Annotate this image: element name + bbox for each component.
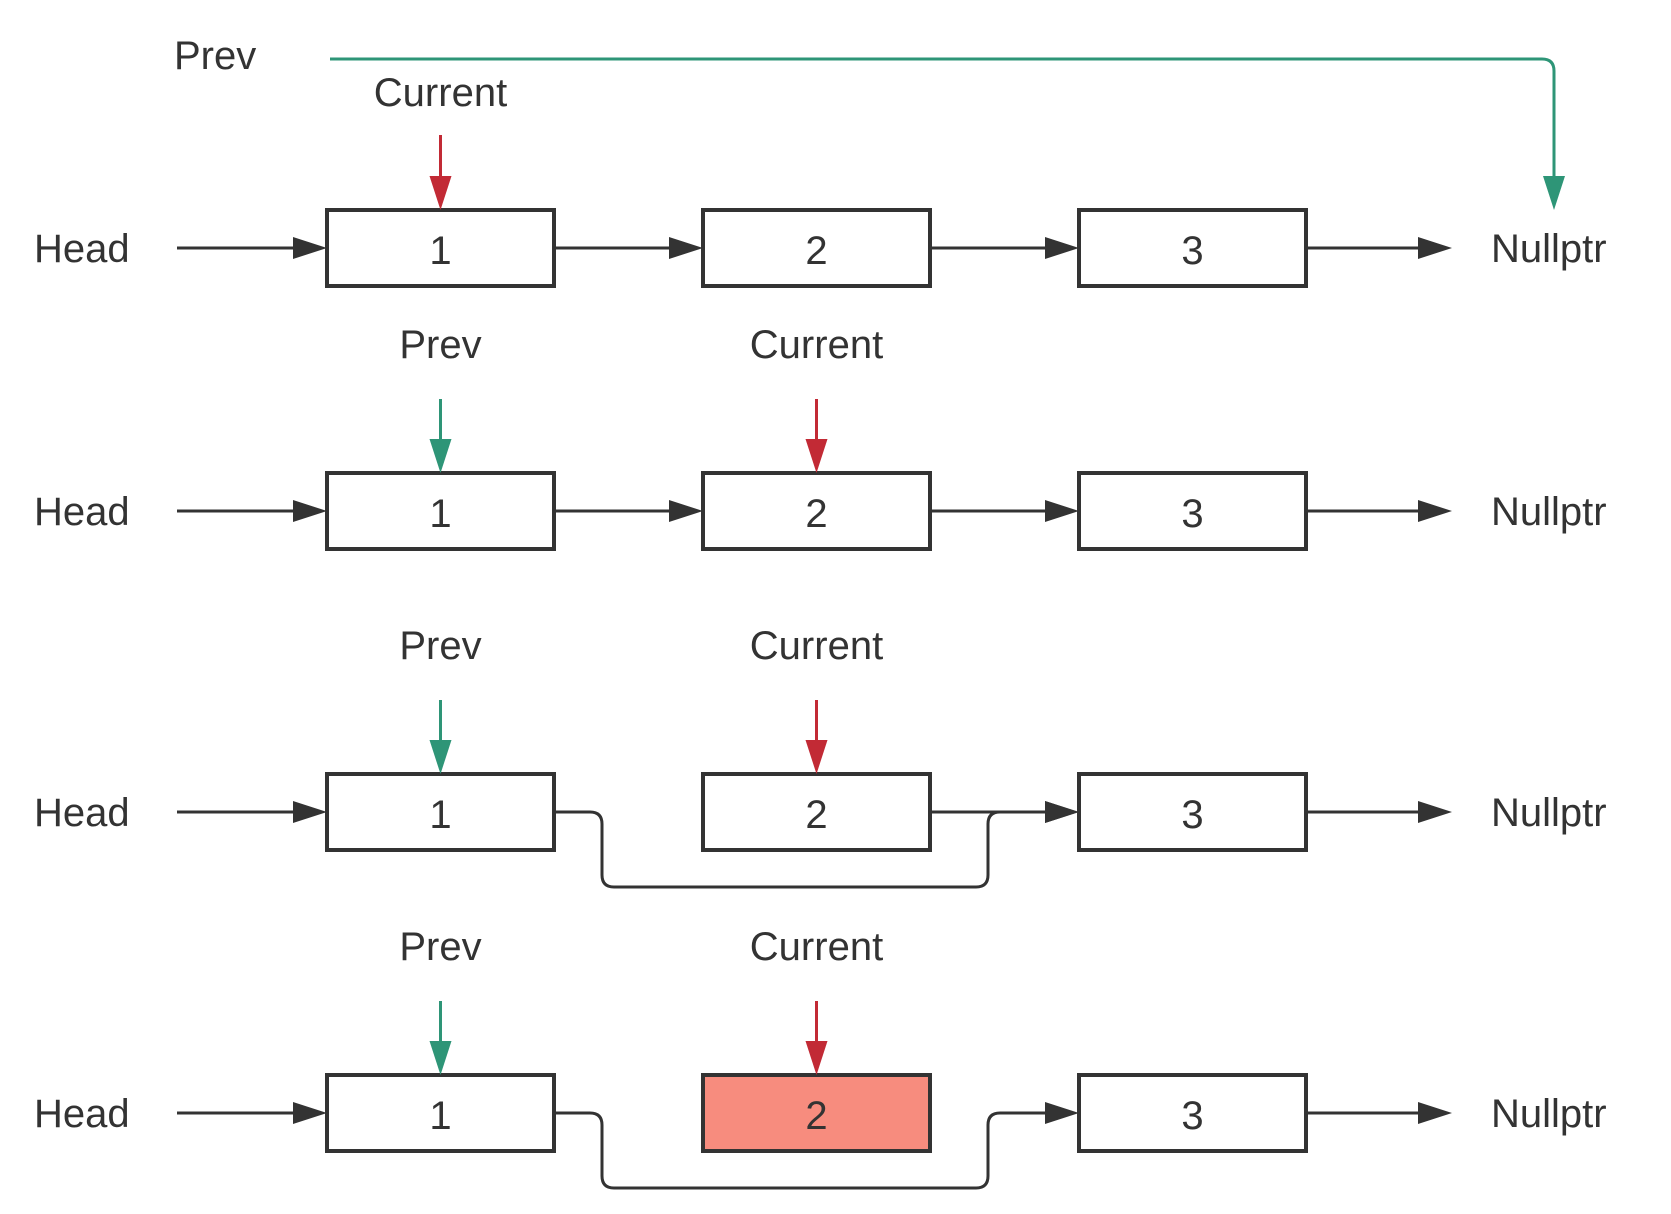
list-node-3: 3 [1077,772,1308,852]
list-node-2: 2 [701,1073,932,1153]
list-node-1: 1 [325,772,556,852]
node-value: 1 [429,492,451,536]
head-link-arrow [177,801,327,823]
nullptr-label: Nullptr [1491,490,1607,534]
null-link-arrow-head [1418,237,1452,259]
current-pointer-arrow-head [805,439,828,473]
null-link-arrow [1306,801,1452,823]
list-node-2: 2 [701,471,932,551]
list-node-2: 2 [701,772,932,852]
next-link-arrow [930,237,1079,259]
next-link-arrow-head [669,500,703,522]
prev-pointer-arrow-head [429,1041,452,1075]
row-2: Head 1 2 3 Nullptr Prev Current [34,323,1607,551]
head-label: Head [34,1092,130,1136]
head-link-arrow [177,500,327,522]
node-value: 2 [805,793,827,837]
nullptr-label: Nullptr [1491,227,1607,271]
list-node-3: 3 [1077,471,1308,551]
current-pointer-arrow [805,700,828,774]
prev-pointer-label: Prev [399,323,481,367]
next-link-arrow [930,801,1079,823]
node-value: 3 [1181,492,1203,536]
null-link-arrow [1306,237,1452,259]
list-node-2: 2 [701,208,932,288]
prev-pointer-line [330,57,1556,180]
list-node-3: 3 [1077,208,1308,288]
null-link-arrow [1306,1102,1452,1124]
prev-pointer-arrow [330,57,1565,210]
list-node-1: 1 [325,471,556,551]
list-node-3: 3 [1077,1073,1308,1153]
null-link-arrow-head [1418,500,1452,522]
list-node-1: 1 [325,1073,556,1153]
next-link-arrow [554,500,703,522]
prev-pointer-label: Prev [174,34,256,78]
current-pointer-label: Current [750,323,883,367]
bypass-link-arrow [554,1102,1079,1190]
current-pointer-label: Current [750,624,883,668]
prev-pointer-arrow [429,399,452,473]
current-pointer-label: Current [374,71,507,115]
row-3: Head 1 2 3 Nullptr Prev Current [34,624,1607,889]
current-pointer-arrow [805,399,828,473]
current-pointer-arrow-head [805,740,828,774]
head-link-arrow-head [293,1102,327,1124]
node-box [1077,471,1308,551]
node-value: 3 [1181,1094,1203,1138]
next-link-arrow-head [1045,237,1079,259]
node-value: 3 [1181,793,1203,837]
prev-pointer-arrow [429,1001,452,1075]
head-link-arrow [177,1102,327,1124]
node-box [701,1073,932,1153]
prev-pointer-arrow-head [429,439,452,473]
head-link-arrow [177,237,327,259]
current-pointer-label: Current [750,925,883,969]
null-link-arrow-head [1418,1102,1452,1124]
nullptr-label: Nullptr [1491,791,1607,835]
nullptr-label: Nullptr [1491,1092,1607,1136]
node-box [325,1073,556,1153]
node-value: 1 [429,1094,451,1138]
current-pointer-arrow-head [805,1041,828,1075]
current-pointer-arrow [805,1001,828,1075]
head-label: Head [34,490,130,534]
node-box [325,772,556,852]
head-link-arrow-head [293,237,327,259]
next-link-arrow-head [669,237,703,259]
row-4: Head 1 2 3 Nullptr Prev Current [34,925,1607,1190]
head-label: Head [34,227,130,271]
next-link-arrow-head [1045,801,1079,823]
current-pointer-arrow-head [429,176,452,210]
null-link-arrow [1306,500,1452,522]
null-link-arrow-head [1418,801,1452,823]
node-value: 2 [805,492,827,536]
current-pointer-arrow [429,135,452,210]
bypass-link-head [1045,1102,1079,1124]
next-link-arrow-head [1045,500,1079,522]
prev-pointer-label: Prev [399,624,481,668]
node-value: 1 [429,229,451,273]
node-value: 1 [429,793,451,837]
prev-pointer-head [1543,176,1565,210]
next-link-arrow [930,500,1079,522]
node-value: 2 [805,229,827,273]
node-box [1077,772,1308,852]
node-value: 3 [1181,229,1203,273]
prev-pointer-label: Prev [399,925,481,969]
head-link-arrow-head [293,500,327,522]
prev-pointer-arrow-head [429,740,452,774]
node-value: 2 [805,1094,827,1138]
bypass-link-line [554,1111,1049,1190]
next-link-arrow [554,237,703,259]
head-label: Head [34,791,130,835]
head-link-arrow-head [293,801,327,823]
bypass-link-line [554,810,1049,889]
list-node-1: 1 [325,208,556,288]
prev-pointer-arrow [429,700,452,774]
